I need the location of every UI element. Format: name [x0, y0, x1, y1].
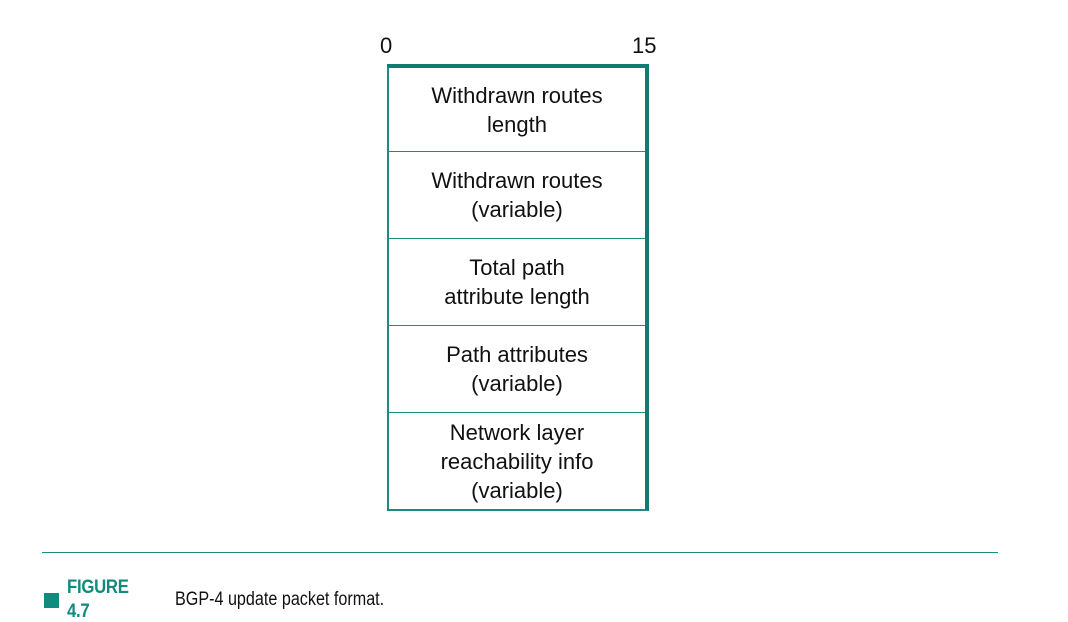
figure-caption-text: BGP-4 update packet format. — [175, 589, 385, 610]
field-total-path-attribute-length: Total path attribute length — [389, 239, 645, 326]
packet-format-diagram: Withdrawn routes length Withdrawn routes… — [387, 64, 649, 511]
figure-caption: FIGURE 4.7 BGP-4 update packet format. — [44, 576, 421, 622]
field-path-attributes: Path attributes (variable) — [389, 326, 645, 413]
caption-square-icon — [44, 592, 59, 608]
field-withdrawn-routes-length: Withdrawn routes length — [389, 68, 645, 152]
figure-number: FIGURE 4.7 — [67, 577, 129, 622]
bit-start-label: 0 — [380, 33, 393, 58]
field-withdrawn-routes: Withdrawn routes (variable) — [389, 152, 645, 239]
field-nlri: Network layer reachability info (variabl… — [440, 419, 594, 503]
caption-divider — [42, 552, 998, 553]
bit-end-label: 15 — [632, 33, 657, 58]
